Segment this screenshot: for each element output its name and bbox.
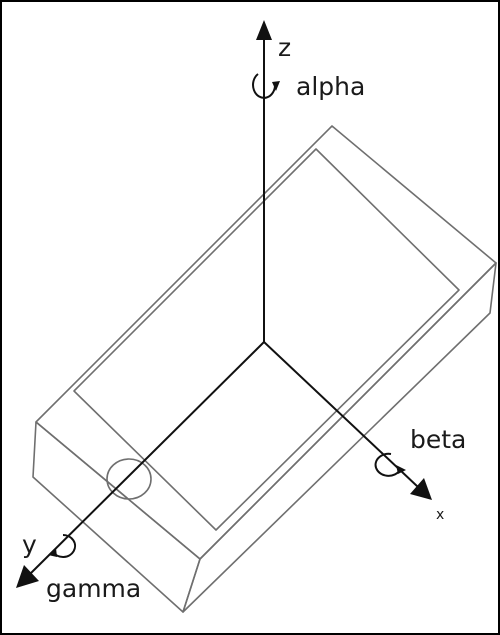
z-axis-arrowhead — [256, 20, 272, 40]
x-axis-arrowhead — [410, 478, 432, 500]
alpha-rotation-icon — [252, 73, 280, 99]
alpha-label: alpha — [296, 72, 365, 101]
y-axis-label: y — [22, 530, 37, 559]
beta-label: beta — [410, 425, 466, 454]
phone-side-face — [182, 262, 497, 613]
y-axis-arrowhead — [16, 565, 39, 588]
y-axis-line — [29, 341, 265, 575]
gamma-rotation-icon — [48, 533, 77, 558]
gamma-label: gamma — [46, 574, 141, 603]
phone-device — [32, 125, 497, 613]
phone-home-button — [106, 458, 152, 500]
axes — [16, 20, 432, 588]
x-axis-line — [263, 341, 419, 488]
beta-rotation-icon — [374, 452, 406, 477]
z-axis-label: z — [278, 33, 291, 62]
x-axis-label: x — [436, 507, 444, 523]
phone-screen — [73, 148, 460, 531]
